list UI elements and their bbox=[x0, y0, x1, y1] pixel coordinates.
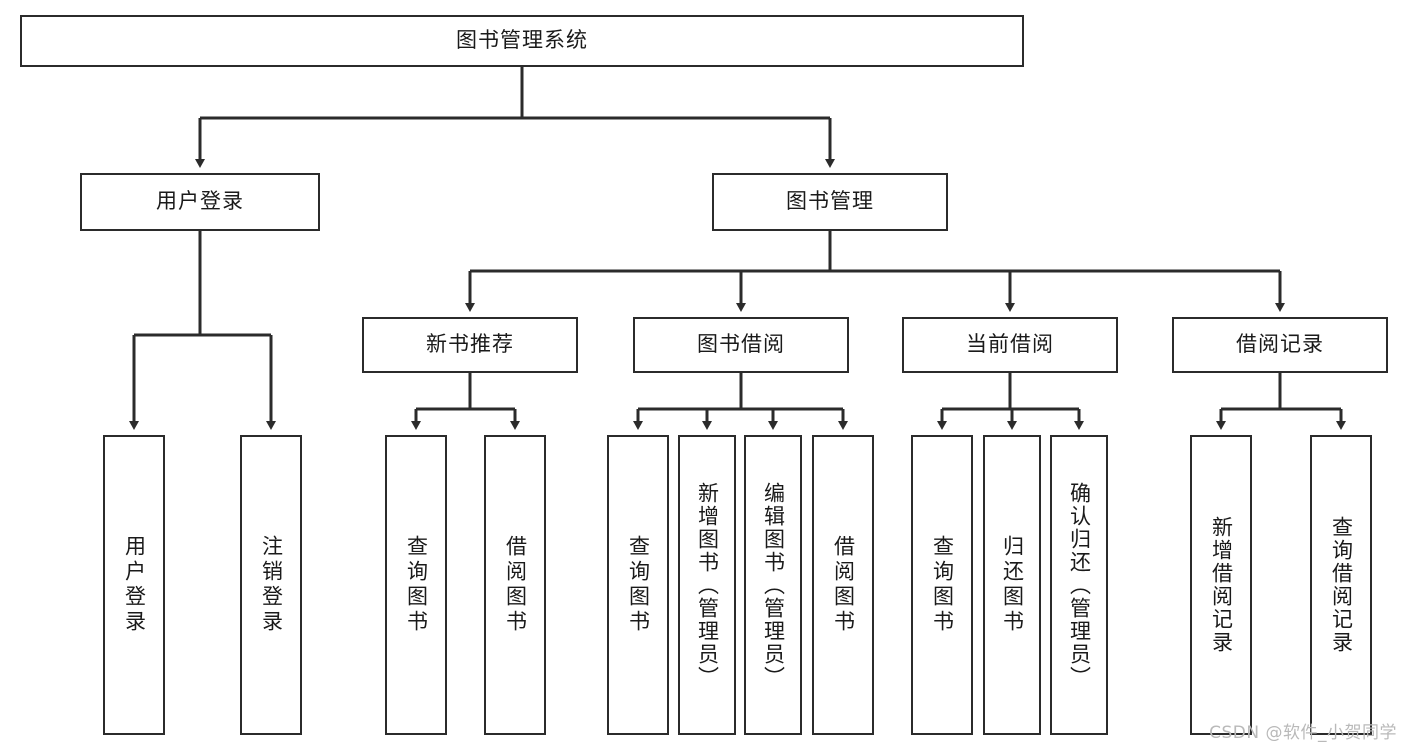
node-borrow-record-label: 借阅记录 bbox=[1236, 332, 1324, 357]
node-leaf-confirm-return-label: 确认归还（管理员） bbox=[1067, 481, 1092, 689]
node-book-manage[interactable]: 图书管理 bbox=[712, 173, 948, 231]
node-leaf-borrow-book-b-label: 借阅图书 bbox=[831, 535, 856, 635]
csdn-watermark: CSDN @软件_小贺同学 bbox=[1209, 723, 1397, 743]
node-current-borrow[interactable]: 当前借阅 bbox=[902, 317, 1118, 373]
node-leaf-confirm-return[interactable]: 确认归还（管理员） bbox=[1050, 435, 1108, 735]
node-book-manage-label: 图书管理 bbox=[786, 189, 874, 214]
node-leaf-return-book-label: 归还图书 bbox=[1000, 535, 1025, 635]
node-root-label: 图书管理系统 bbox=[456, 28, 588, 53]
node-leaf-query-book-a-label: 查询图书 bbox=[404, 535, 429, 635]
node-leaf-query-book-c-label: 查询图书 bbox=[930, 535, 955, 635]
node-leaf-borrow-book-a[interactable]: 借阅图书 bbox=[484, 435, 546, 735]
node-book-borrow[interactable]: 图书借阅 bbox=[633, 317, 849, 373]
node-leaf-query-record[interactable]: 查询借阅记录 bbox=[1310, 435, 1372, 735]
node-new-book-rec-label: 新书推荐 bbox=[426, 332, 514, 357]
node-leaf-borrow-book-b[interactable]: 借阅图书 bbox=[812, 435, 874, 735]
node-root[interactable]: 图书管理系统 bbox=[20, 15, 1024, 67]
node-leaf-borrow-book-a-label: 借阅图书 bbox=[503, 535, 528, 635]
node-leaf-query-book-a[interactable]: 查询图书 bbox=[385, 435, 447, 735]
node-leaf-logout-label: 注销登录 bbox=[259, 535, 284, 635]
node-current-borrow-label: 当前借阅 bbox=[966, 332, 1054, 357]
node-leaf-query-record-label: 查询借阅记录 bbox=[1329, 516, 1354, 654]
node-leaf-edit-book-label: 编辑图书（管理员） bbox=[761, 481, 786, 689]
node-leaf-return-book[interactable]: 归还图书 bbox=[983, 435, 1041, 735]
node-leaf-edit-book[interactable]: 编辑图书（管理员） bbox=[744, 435, 802, 735]
node-user-login[interactable]: 用户登录 bbox=[80, 173, 320, 231]
node-leaf-user-login-label: 用户登录 bbox=[122, 535, 147, 635]
node-leaf-add-record-label: 新增借阅记录 bbox=[1209, 516, 1234, 654]
node-user-login-label: 用户登录 bbox=[156, 189, 244, 214]
node-leaf-query-book-b[interactable]: 查询图书 bbox=[607, 435, 669, 735]
node-book-borrow-label: 图书借阅 bbox=[697, 332, 785, 357]
node-leaf-user-login[interactable]: 用户登录 bbox=[103, 435, 165, 735]
node-leaf-query-book-c[interactable]: 查询图书 bbox=[911, 435, 973, 735]
node-leaf-query-book-b-label: 查询图书 bbox=[626, 535, 651, 635]
node-new-book-rec[interactable]: 新书推荐 bbox=[362, 317, 578, 373]
node-leaf-add-record[interactable]: 新增借阅记录 bbox=[1190, 435, 1252, 735]
node-leaf-add-book-label: 新增图书（管理员） bbox=[695, 481, 720, 689]
node-leaf-add-book[interactable]: 新增图书（管理员） bbox=[678, 435, 736, 735]
node-borrow-record[interactable]: 借阅记录 bbox=[1172, 317, 1388, 373]
node-leaf-logout[interactable]: 注销登录 bbox=[240, 435, 302, 735]
